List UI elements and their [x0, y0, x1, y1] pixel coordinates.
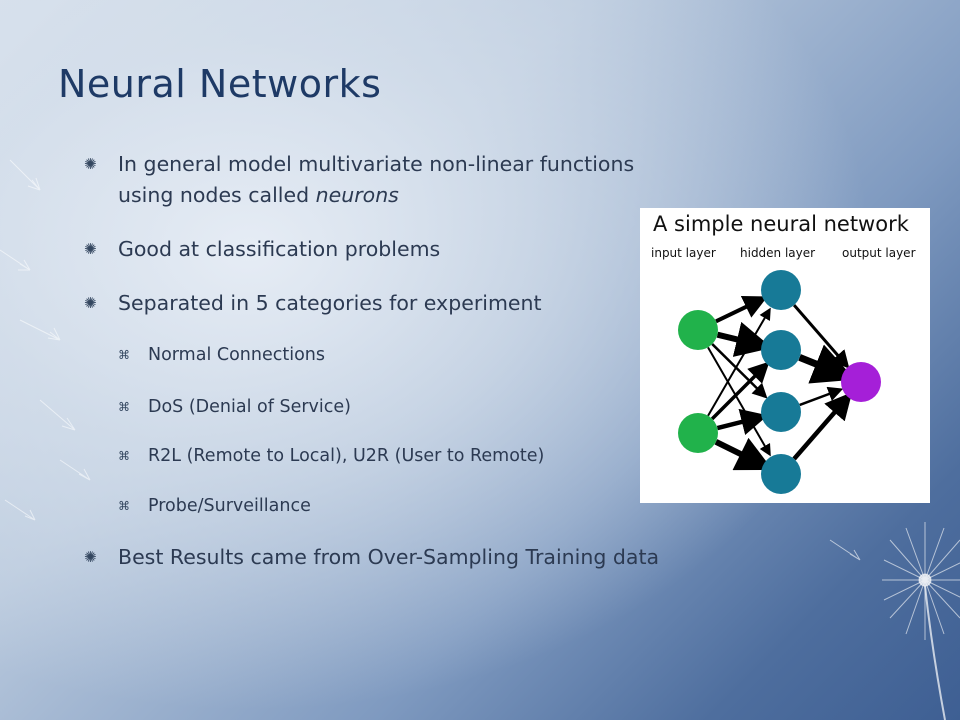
network-nodes [678, 270, 881, 494]
sub-bullet-marker-icon: ⌘ [118, 348, 130, 362]
connection-edge [707, 307, 771, 417]
input-node [678, 413, 718, 453]
bullet-marker-icon: ✺ [84, 548, 97, 566]
sub-bullet-item: ⌘ Probe/Surveillance [118, 494, 628, 518]
bullet-item: ✺ Separated in 5 categories for experime… [84, 288, 678, 319]
sub-bullet-text: Probe/Surveillance [148, 496, 311, 516]
connection-edge [710, 361, 770, 421]
connection-edge [716, 408, 769, 435]
hidden-node [761, 454, 801, 494]
bullet-emphasis: neurons [315, 183, 399, 207]
connection-edge [714, 437, 773, 471]
bullet-marker-icon: ✺ [84, 294, 97, 312]
sub-bullet-marker-icon: ⌘ [118, 400, 130, 414]
bullet-marker-icon: ✺ [84, 240, 97, 258]
sub-bullet-item: ⌘ R2L (Remote to Local), U2R (User to Re… [118, 444, 628, 468]
output-layer-label: output layer [842, 246, 916, 260]
output-node [841, 362, 881, 402]
input-layer-label: input layer [651, 246, 716, 260]
hidden-node [761, 270, 801, 310]
sub-bullet-item: ⌘ DoS (Denial of Service) [118, 395, 628, 419]
sub-bullet-item: ⌘ Normal Connections [118, 343, 628, 367]
connection-edge [716, 321, 773, 357]
hidden-node [761, 392, 801, 432]
sub-bullet-text: DoS (Denial of Service) [148, 397, 351, 417]
connection-edge [711, 343, 768, 399]
bullet-text: Good at classification problems [118, 237, 441, 261]
connection-edge [792, 392, 853, 461]
network-graph [678, 270, 881, 494]
hidden-node [761, 330, 801, 370]
figure-title: A simple neural network [653, 212, 909, 236]
sub-bullet-text: R2L (Remote to Local), U2R (User to Remo… [148, 446, 545, 466]
connection-edge [799, 386, 844, 407]
connection-edge [792, 304, 850, 369]
slide-title: Neural Networks [58, 62, 382, 106]
sub-bullet-marker-icon: ⌘ [118, 499, 130, 513]
network-edges [707, 296, 856, 471]
connection-edge [798, 344, 856, 384]
bullet-item: ✺ In general model multivariate non-line… [84, 149, 678, 211]
hidden-layer-label: hidden layer [740, 246, 816, 260]
sub-bullet-text: Normal Connections [148, 345, 326, 365]
connection-edge [715, 296, 768, 324]
sub-bullet-marker-icon: ⌘ [118, 449, 130, 463]
bullet-text: Separated in 5 categories for experiment [118, 291, 542, 315]
bullet-marker-icon: ✺ [84, 155, 97, 173]
input-node [678, 310, 718, 350]
bullet-item: ✺ Good at classification problems [84, 234, 678, 265]
bullet-text: Best Results came from Over-Sampling Tra… [118, 545, 660, 569]
neural-network-figure: A simple neural network input layer hidd… [640, 208, 930, 503]
bullet-text: In general model multivariate non-linear… [118, 152, 635, 207]
bullet-item: ✺ Best Results came from Over-Sampling T… [84, 542, 678, 573]
